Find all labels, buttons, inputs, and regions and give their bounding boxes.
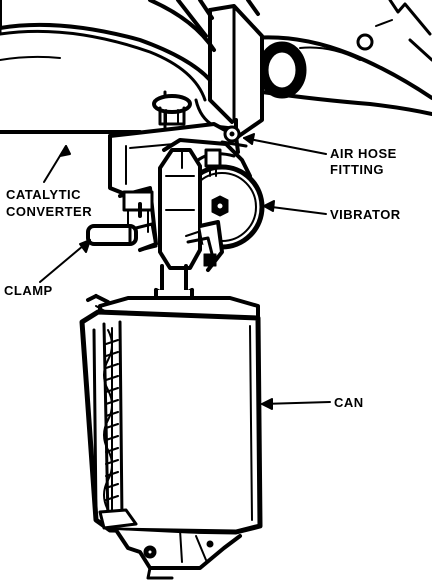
leader-can xyxy=(261,401,331,405)
air-hose-fitting-label-line2: FITTING xyxy=(330,162,385,177)
can-label: CAN xyxy=(334,395,364,410)
vibrator-label: VIBRATOR xyxy=(330,207,401,222)
clamp-label: CLAMP xyxy=(4,283,53,298)
catalytic-converter-label-line1: CATALYTIC xyxy=(6,187,82,202)
vibrator-mount xyxy=(158,148,224,272)
catalytic-converter-label-line2: CONVERTER xyxy=(6,204,93,219)
catalytic-converter-body xyxy=(0,0,216,134)
mounting-bolt xyxy=(152,94,192,126)
can xyxy=(79,309,263,535)
leader-air-hose-fitting xyxy=(243,137,327,155)
clamp xyxy=(86,186,158,252)
can-bottom-outlet xyxy=(114,528,242,580)
leader-lines xyxy=(39,133,331,410)
air-hose-fitting-label-line1: AIR HOSE xyxy=(330,146,397,161)
